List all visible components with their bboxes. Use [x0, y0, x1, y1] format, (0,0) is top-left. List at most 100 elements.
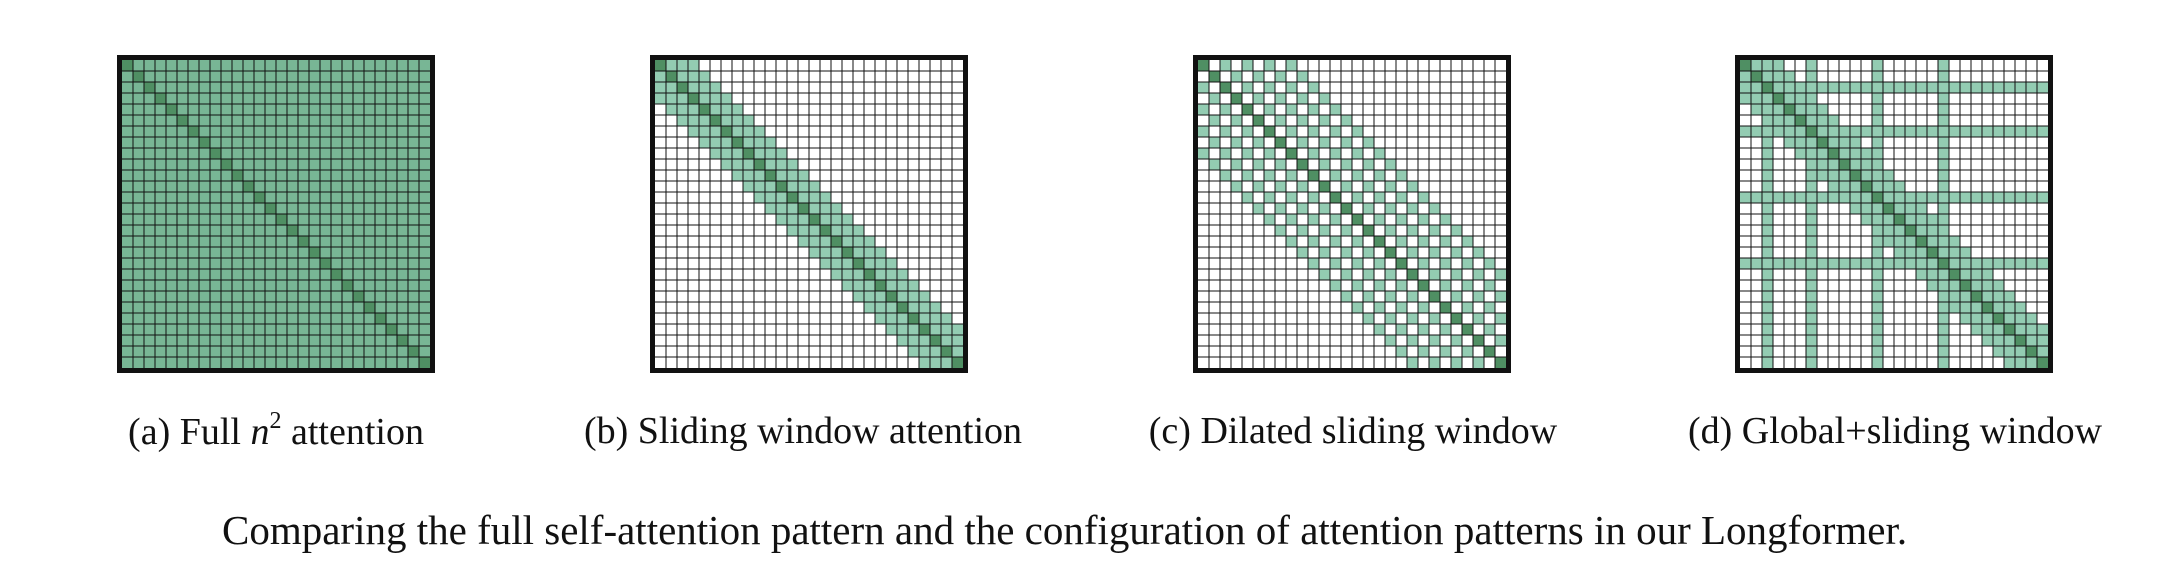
attention-cell [1883, 225, 1895, 237]
attention-cell [1817, 115, 1829, 127]
attention-cell [320, 159, 332, 171]
attention-cell [243, 357, 255, 369]
attention-cell [1297, 93, 1309, 105]
attention-cell [386, 115, 398, 127]
attention-cell [1429, 203, 1441, 215]
attention-cell [1960, 126, 1972, 138]
attention-cell [331, 181, 343, 193]
diagonal-cell [1220, 82, 1232, 94]
diagonal-cell [2004, 324, 2016, 336]
attention-cell [243, 93, 255, 105]
attention-cell [265, 71, 277, 83]
attention-cell [1850, 137, 1862, 149]
attention-cell [1916, 192, 1928, 204]
matrix-frame [650, 55, 968, 373]
attention-cell [1784, 93, 1796, 105]
attention-cell [199, 126, 211, 138]
attention-cell [864, 302, 876, 314]
diagonal-cell [831, 236, 843, 248]
attention-cell [1231, 137, 1243, 149]
attention-cell [276, 82, 288, 94]
attention-cell [254, 71, 266, 83]
attention-cell [1916, 214, 1928, 226]
diagonal-cell [1817, 137, 1829, 149]
attention-cell [309, 71, 321, 83]
attention-cell [1872, 214, 1884, 226]
attention-cell [265, 93, 277, 105]
attention-cell [1993, 302, 2005, 314]
attention-cell [1949, 247, 1961, 259]
diagonal-cell [1374, 236, 1386, 248]
attention-cell [1242, 82, 1254, 94]
diagonal-cell [1839, 159, 1851, 171]
attention-cell [364, 324, 376, 336]
attention-cell [1773, 115, 1785, 127]
attention-cell [298, 170, 310, 182]
attention-cell [1938, 203, 1950, 215]
attention-cell [221, 203, 233, 215]
attention-cell [144, 203, 156, 215]
attention-cell [1407, 181, 1419, 193]
diagonal-cell [397, 335, 409, 347]
attention-cell [1740, 258, 1752, 270]
diagonal-cell [1971, 291, 1983, 303]
attention-cell [1762, 181, 1774, 193]
attention-cell [342, 258, 354, 270]
attention-cell [386, 148, 398, 160]
attention-cell [298, 159, 310, 171]
attention-cell [1220, 60, 1232, 72]
attention-cell [243, 302, 255, 314]
attention-cell [375, 269, 387, 281]
attention-cell [265, 346, 277, 358]
attention-cell [166, 126, 178, 138]
attention-cell [375, 104, 387, 116]
attention-cell [309, 192, 321, 204]
attention-cell [397, 192, 409, 204]
attention-cell [375, 291, 387, 303]
attention-cell [408, 236, 420, 248]
attention-cell [155, 170, 167, 182]
matrix-frame [1193, 55, 1511, 373]
attention-cell [287, 82, 299, 94]
attention-cell [419, 104, 431, 116]
diagonal-cell [243, 181, 255, 193]
attention-cell [1341, 181, 1353, 193]
attention-cell [1264, 192, 1276, 204]
attention-cell [133, 137, 145, 149]
attention-cell [1762, 203, 1774, 215]
attention-cell [133, 335, 145, 347]
attention-cell [199, 225, 211, 237]
attention-cell [1872, 225, 1884, 237]
attention-cell [1484, 324, 1496, 336]
diagonal-cell [820, 225, 832, 237]
diagonal-cell [919, 324, 931, 336]
diagonal-cell [1894, 214, 1906, 226]
attention-cell [144, 236, 156, 248]
attention-cell [243, 236, 255, 248]
attention-cell [232, 302, 244, 314]
attention-cell [155, 313, 167, 325]
attention-cell [320, 148, 332, 160]
attention-cell [2004, 258, 2016, 270]
attention-cell [188, 324, 200, 336]
attention-cell [952, 346, 964, 358]
attention-cell [699, 126, 711, 138]
attention-cell [177, 313, 189, 325]
attention-cell [1751, 192, 1763, 204]
attention-cell [908, 280, 920, 292]
attention-cell [144, 258, 156, 270]
attention-cell [1949, 192, 1961, 204]
attention-cell [1762, 104, 1774, 116]
attention-cell [1993, 126, 2005, 138]
attention-cell [1971, 82, 1983, 94]
attention-cell [342, 104, 354, 116]
attention-cell [1407, 203, 1419, 215]
attention-cell [232, 71, 244, 83]
attention-cell [1993, 335, 2005, 347]
attention-cell [133, 247, 145, 259]
attention-cell [1762, 236, 1774, 248]
diagonal-cell [1308, 170, 1320, 182]
attention-cell [1872, 115, 1884, 127]
attention-cell [177, 291, 189, 303]
attention-cell [177, 357, 189, 369]
